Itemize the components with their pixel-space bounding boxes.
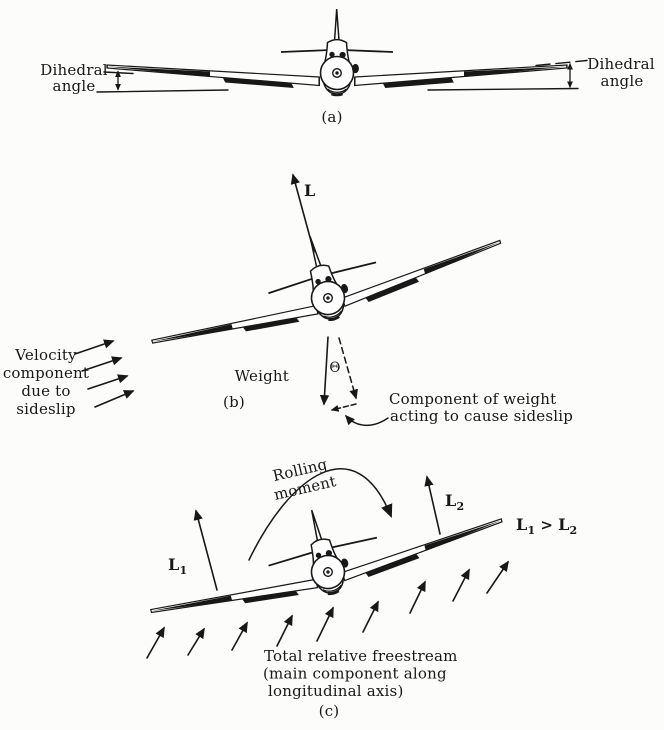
lift-vector-label: L [304,181,315,200]
dihedral-angle-label-right-line2: angle [601,72,644,90]
freestream-label-line1: Total relative freestream [264,647,458,665]
right-reference-line [427,87,579,91]
lift-vector-right-wing [424,475,441,535]
lift-inequality-label: L1>L2 [516,515,577,537]
sideslip-velocity-arrows [74,339,135,408]
velocity-label-line4: sideslip [16,400,75,418]
dihedral-angle-label-left-line1: Dihedral [40,61,107,79]
right-wing-extension-dashes [535,59,588,67]
freestream-arrow [231,621,248,651]
panel-b-caption: (b) [223,393,245,411]
velocity-arrow [94,390,135,408]
freestream-arrow [146,626,165,659]
freestream-arrow [187,627,205,656]
panel-a-caption: (a) [321,108,342,126]
freestream-label-line2: (main component along [263,665,447,683]
velocity-label-line3: due to [21,382,70,400]
velocity-label-line1: Velocity [14,346,77,364]
lift-vector-left-wing [193,509,218,591]
lift-axis-extension-dashed [338,337,358,400]
freestream-arrow [486,560,509,594]
bank-angle-symbol: Θ [329,360,340,376]
freestream-arrows [146,560,509,659]
weight-vector-label: Weight [235,367,289,385]
lift-right-label: L2 [445,491,464,513]
sideslip-weight-component-dashed [330,403,357,412]
airplane-front-view-banked [151,219,507,363]
velocity-arrow [74,339,115,355]
weight-component-label-line2: acting to cause sideslip [390,407,573,425]
lift-vector [290,173,315,253]
freestream-arrow [409,580,426,614]
weight-vector [319,336,330,406]
dihedral-angle-label-right-line1: Dihedral [587,55,654,73]
velocity-arrow [87,374,129,390]
velocity-label-line2: component [3,364,89,382]
panel-b: L Velocity component due to sideslip (b)… [3,173,573,426]
rolling-moment-arc [248,468,393,561]
airplane-front-view-level [106,7,568,97]
panel-a: Dihedral angle Dihedral angle (a) [40,7,655,126]
panel-c: Rolling moment L1 L2 L1>L2 Total relativ… [146,455,577,720]
freestream-arrow [362,600,379,633]
velocity-arrow [81,356,123,372]
freestream-arrow [452,568,470,602]
weight-component-pointer-arrow [344,414,389,426]
panel-c-caption: (c) [319,702,340,720]
dihedral-angle-label-left-line2: angle [53,77,96,95]
freestream-label-line3: longitudinal axis) [268,682,404,700]
freestream-arrow [316,606,334,642]
freestream-arrow [276,614,293,647]
weight-component-label-line1: Component of weight [389,390,556,408]
left-reference-line [96,89,229,93]
lift-left-label: L1 [168,555,187,577]
